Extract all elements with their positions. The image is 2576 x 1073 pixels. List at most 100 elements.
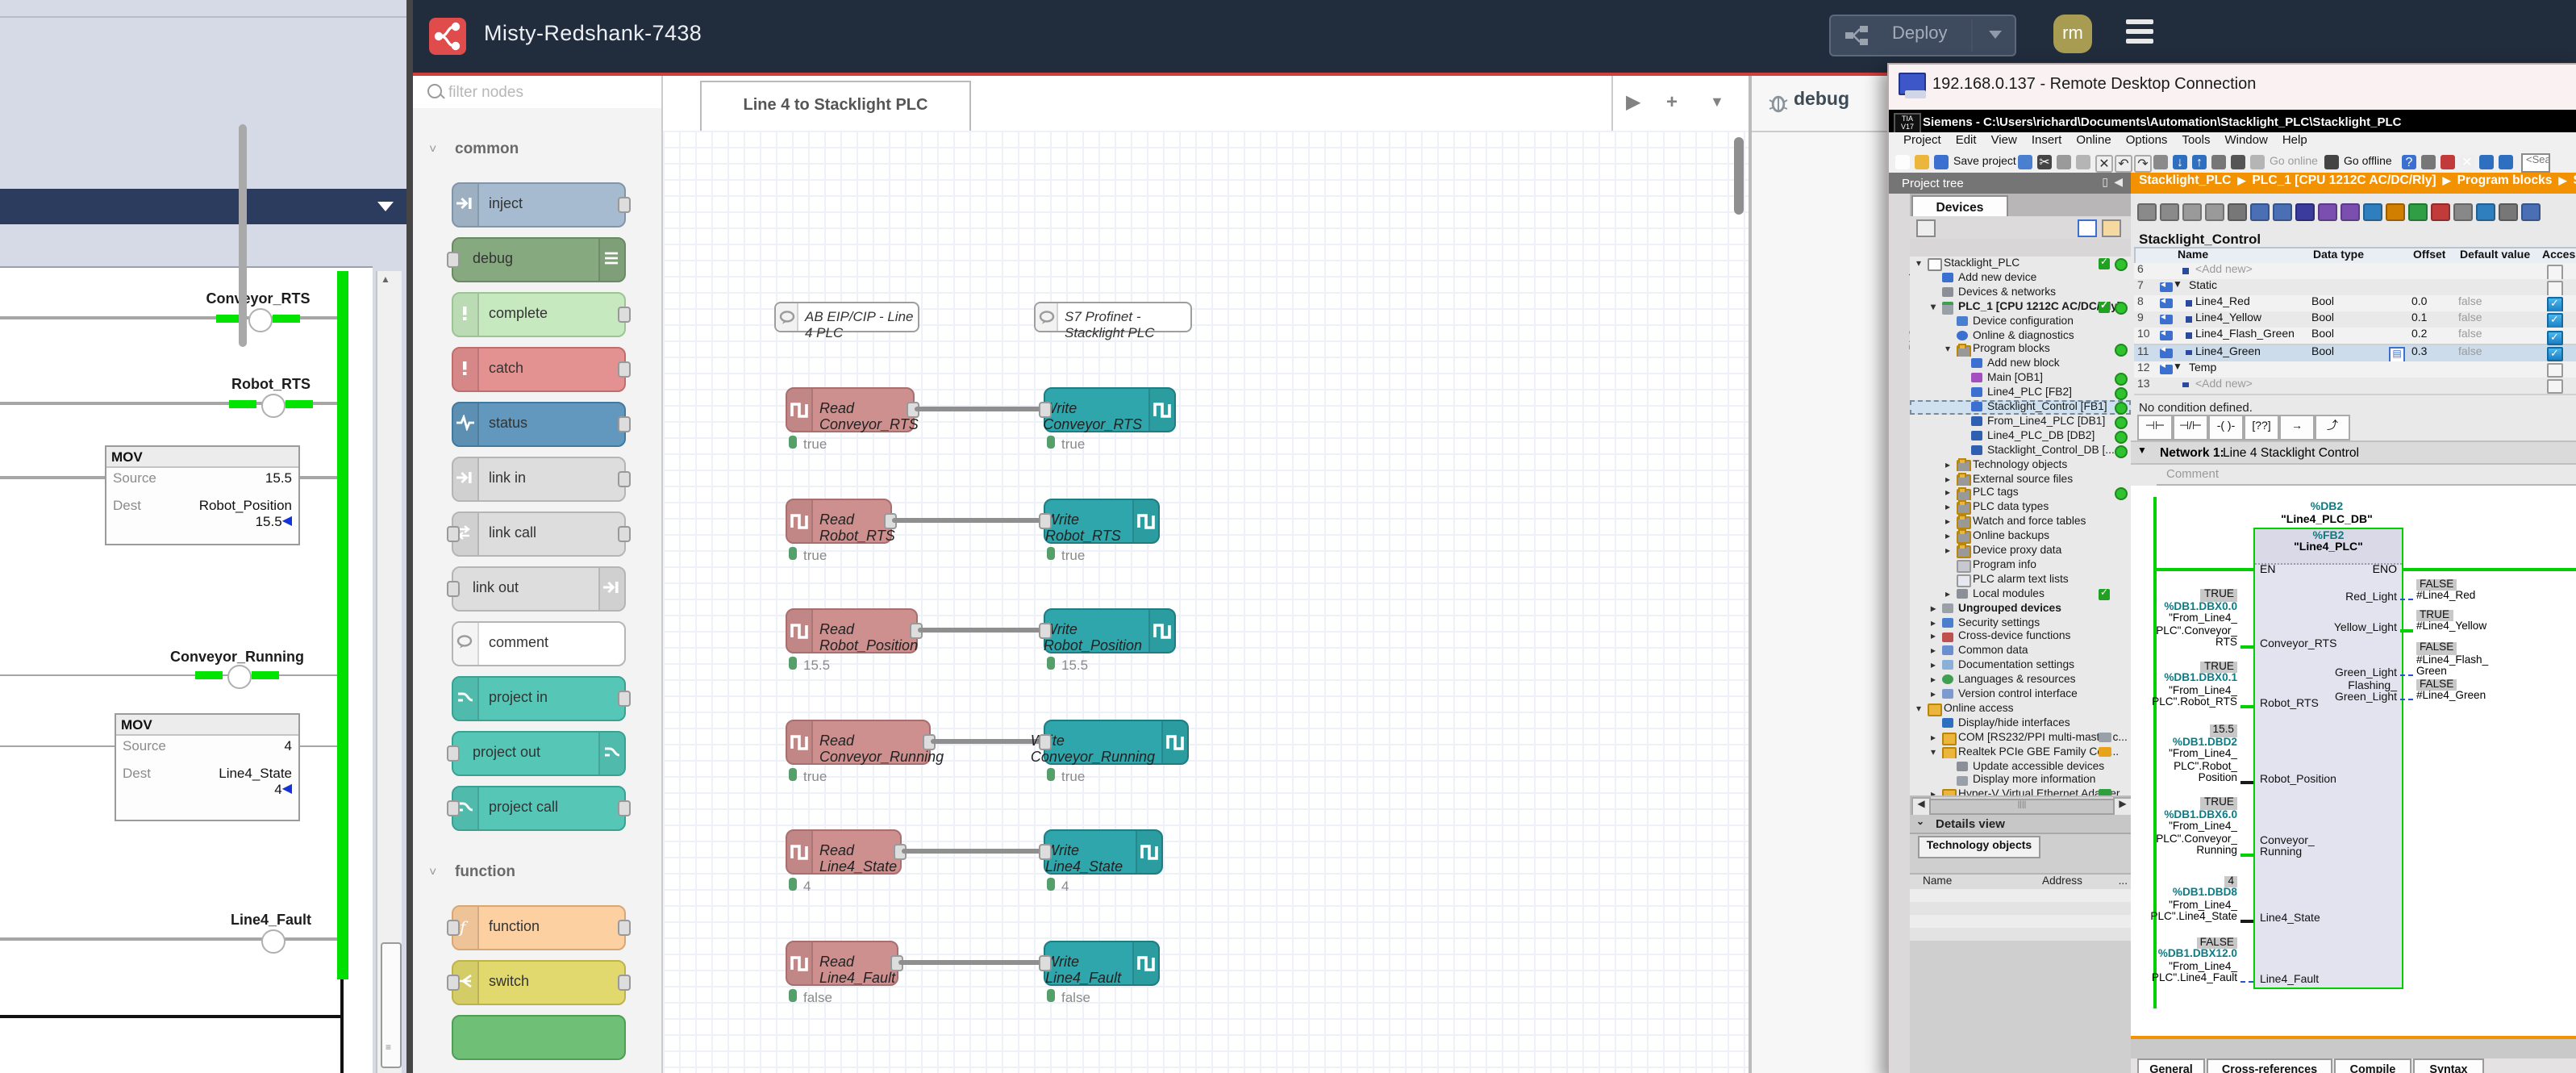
tree-row[interactable]: ▸Online backups [1910, 529, 2131, 544]
open-icon[interactable] [1915, 154, 1929, 169]
output-coil[interactable] [261, 929, 285, 953]
tree-row[interactable]: ▾PLC_1 [CPU 1212C AC/DC/Rly]✓ [1910, 299, 2131, 314]
menu-window[interactable]: Window [2224, 132, 2267, 147]
editor-tool-icon[interactable] [2453, 203, 2473, 221]
palette-search[interactable]: filter nodes [413, 76, 663, 110]
paste-icon[interactable] [2076, 154, 2090, 169]
tree-row[interactable]: Line4_PLC_DB [DB2] [1910, 429, 2131, 444]
lad-tool-3[interactable]: [??] [2244, 415, 2279, 440]
mov-instruction[interactable]: MOVSource4DestLine4_State4 ◀ [115, 713, 300, 821]
compile-icon[interactable] [2153, 154, 2168, 169]
output-port[interactable] [618, 471, 631, 487]
inspector-tab-general[interactable]: General [2137, 1058, 2205, 1073]
palette-node-debug[interactable]: debug [452, 237, 626, 282]
input-port[interactable] [1039, 734, 1052, 750]
network-header[interactable]: ▼ Network 1: Line 4 Stacklight Control [2131, 440, 2576, 465]
write-node[interactable]: Write Robot_Position [1044, 608, 1176, 653]
tree-collapse-icon[interactable]: ▸ [1945, 459, 1950, 470]
editor-tool-icon[interactable] [2386, 203, 2405, 221]
tree-row[interactable]: Update accessible devices [1910, 759, 2131, 774]
input-port[interactable] [447, 800, 460, 816]
tree-collapse-icon[interactable]: ▸ [1945, 503, 1950, 514]
output-port[interactable] [618, 361, 631, 378]
output-coil[interactable] [261, 393, 285, 417]
tree-collapse-icon[interactable]: ▸ [1931, 603, 1936, 614]
read-node[interactable]: Read Robot_Position [786, 608, 918, 653]
palette-node-switch[interactable]: switch [452, 960, 626, 1005]
tree-collapse-icon[interactable]: ▸ [1945, 516, 1950, 528]
deploy-button[interactable]: Deploy [1829, 15, 2016, 56]
go-online-label[interactable]: Go online [2270, 156, 2318, 167]
diag-icon[interactable]: ? [2402, 154, 2416, 169]
print-icon[interactable] [2018, 154, 2032, 169]
palette-node-link call[interactable]: link call [452, 511, 626, 557]
tree-collapse-icon[interactable]: ▸ [1945, 588, 1950, 599]
tree-collapse-icon[interactable]: ▸ [1931, 674, 1936, 686]
tree-row[interactable]: ▾Online access [1910, 702, 2131, 716]
editor-tool-icon[interactable] [2521, 203, 2541, 221]
accessible-checkbox[interactable] [2547, 363, 2562, 378]
tree-expand-icon[interactable]: ▾ [1916, 704, 1921, 715]
lad-tool-5[interactable]: ⤴ [2315, 415, 2350, 440]
inspector-tab-compile[interactable]: Compile [2334, 1058, 2411, 1073]
editor-tool-icon[interactable] [2250, 203, 2270, 221]
accessible-checkbox[interactable] [2547, 265, 2562, 280]
collapse-icon[interactable]: ◀ [2114, 176, 2123, 189]
input-port[interactable] [1039, 402, 1052, 418]
tree-collapse-icon[interactable]: ▸ [1931, 790, 1936, 795]
tree-row[interactable]: From_Line4_PLC [DB1] [1910, 415, 2131, 429]
tree-row[interactable]: Add new block [1910, 357, 2131, 372]
menu-edit[interactable]: Edit [1956, 132, 1977, 147]
scroll-up-icon[interactable]: ▲ [381, 276, 390, 286]
accessible-checkbox[interactable]: ✓ [2547, 298, 2562, 313]
output-port[interactable] [618, 691, 631, 707]
avatar[interactable]: rm [2053, 15, 2092, 53]
table-row[interactable]: 10Line4_Flash_GreenBool0.2false✓ [2134, 328, 2576, 346]
menu-help[interactable]: Help [2282, 132, 2307, 147]
table-row[interactable]: 11Line4_GreenBool▤0.3false✓ [2134, 344, 2576, 362]
ladder-scrollbar[interactable]: ▲ ≡ [376, 271, 402, 1073]
output-port[interactable] [618, 416, 631, 432]
tree-row[interactable]: ▸COM [RS232/PPI multi-master c... [1910, 730, 2131, 745]
breadcrumb-segment[interactable]: PLC_1 [CPU 1212C AC/DC/Rly] [2252, 172, 2436, 186]
tree-row[interactable]: ▸Local modules✓ [1910, 587, 2131, 601]
editor-tool-icon[interactable] [2295, 203, 2315, 221]
menu-tools[interactable]: Tools [2182, 132, 2210, 147]
go-offline-label[interactable]: Go offline [2344, 156, 2392, 167]
tree-h-scrollbar[interactable]: ◀ ▶ |||| [1910, 795, 2134, 815]
editor-tool-icon[interactable] [2499, 203, 2518, 221]
tab-line4-to-stacklight-plc[interactable]: Line 4 to Stacklight PLC [700, 81, 971, 132]
write-node[interactable]: Write Robot_RTS [1044, 499, 1160, 544]
save-icon[interactable] [1934, 154, 1949, 169]
tree-expand-icon[interactable]: ▾ [1916, 258, 1921, 269]
tree-row[interactable]: Device configuration [1910, 314, 2131, 328]
tree-collapse-icon[interactable]: ▸ [1931, 660, 1936, 671]
tab-scroll-icon[interactable]: ▶ [1626, 90, 1640, 113]
palette-node-project call[interactable]: project call [452, 786, 626, 831]
input-port[interactable] [447, 975, 460, 991]
tree-expand-icon[interactable]: ▾ [1931, 746, 1936, 758]
breadcrumb[interactable]: Stacklight_PLC▶PLC_1 [CPU 1212C AC/DC/Rl… [2131, 172, 2576, 194]
scroll-right-icon[interactable]: ▶ [2113, 797, 2132, 816]
output-coil[interactable] [227, 665, 251, 689]
table-row[interactable]: 12▼Temp [2134, 361, 2576, 378]
palette-node-project in[interactable]: project in [452, 676, 626, 721]
workspace-scroll-thumb[interactable] [1734, 137, 1744, 215]
output-port[interactable] [618, 800, 631, 816]
tree-collapse-icon[interactable]: ▸ [1931, 732, 1936, 743]
accessible-checkbox[interactable] [2547, 282, 2562, 297]
section-caret-icon[interactable]: ▼ [2173, 362, 2182, 372]
accessible-checkbox[interactable]: ✓ [2547, 346, 2562, 361]
tree-row[interactable]: Add new device [1910, 271, 2131, 286]
rt-icon[interactable] [2231, 154, 2245, 169]
breadcrumb-segment[interactable]: Stacklight_Co [2574, 172, 2576, 186]
tree-row[interactable]: ▸PLC tags [1910, 486, 2131, 501]
input-port[interactable] [447, 920, 460, 936]
lad-tool-0[interactable]: ⊣⊢ [2137, 415, 2173, 440]
tree-row[interactable]: ▾Realtek PCIe GBE Family Con... [1910, 745, 2131, 759]
go-offline-plug-icon[interactable] [2324, 154, 2339, 169]
accessible-checkbox[interactable]: ✓ [2547, 330, 2562, 345]
tree-row[interactable]: ▸External source files [1910, 472, 2131, 486]
download-icon[interactable]: ↓ [2173, 154, 2187, 169]
accessible-checkbox[interactable]: ✓ [2547, 314, 2562, 329]
